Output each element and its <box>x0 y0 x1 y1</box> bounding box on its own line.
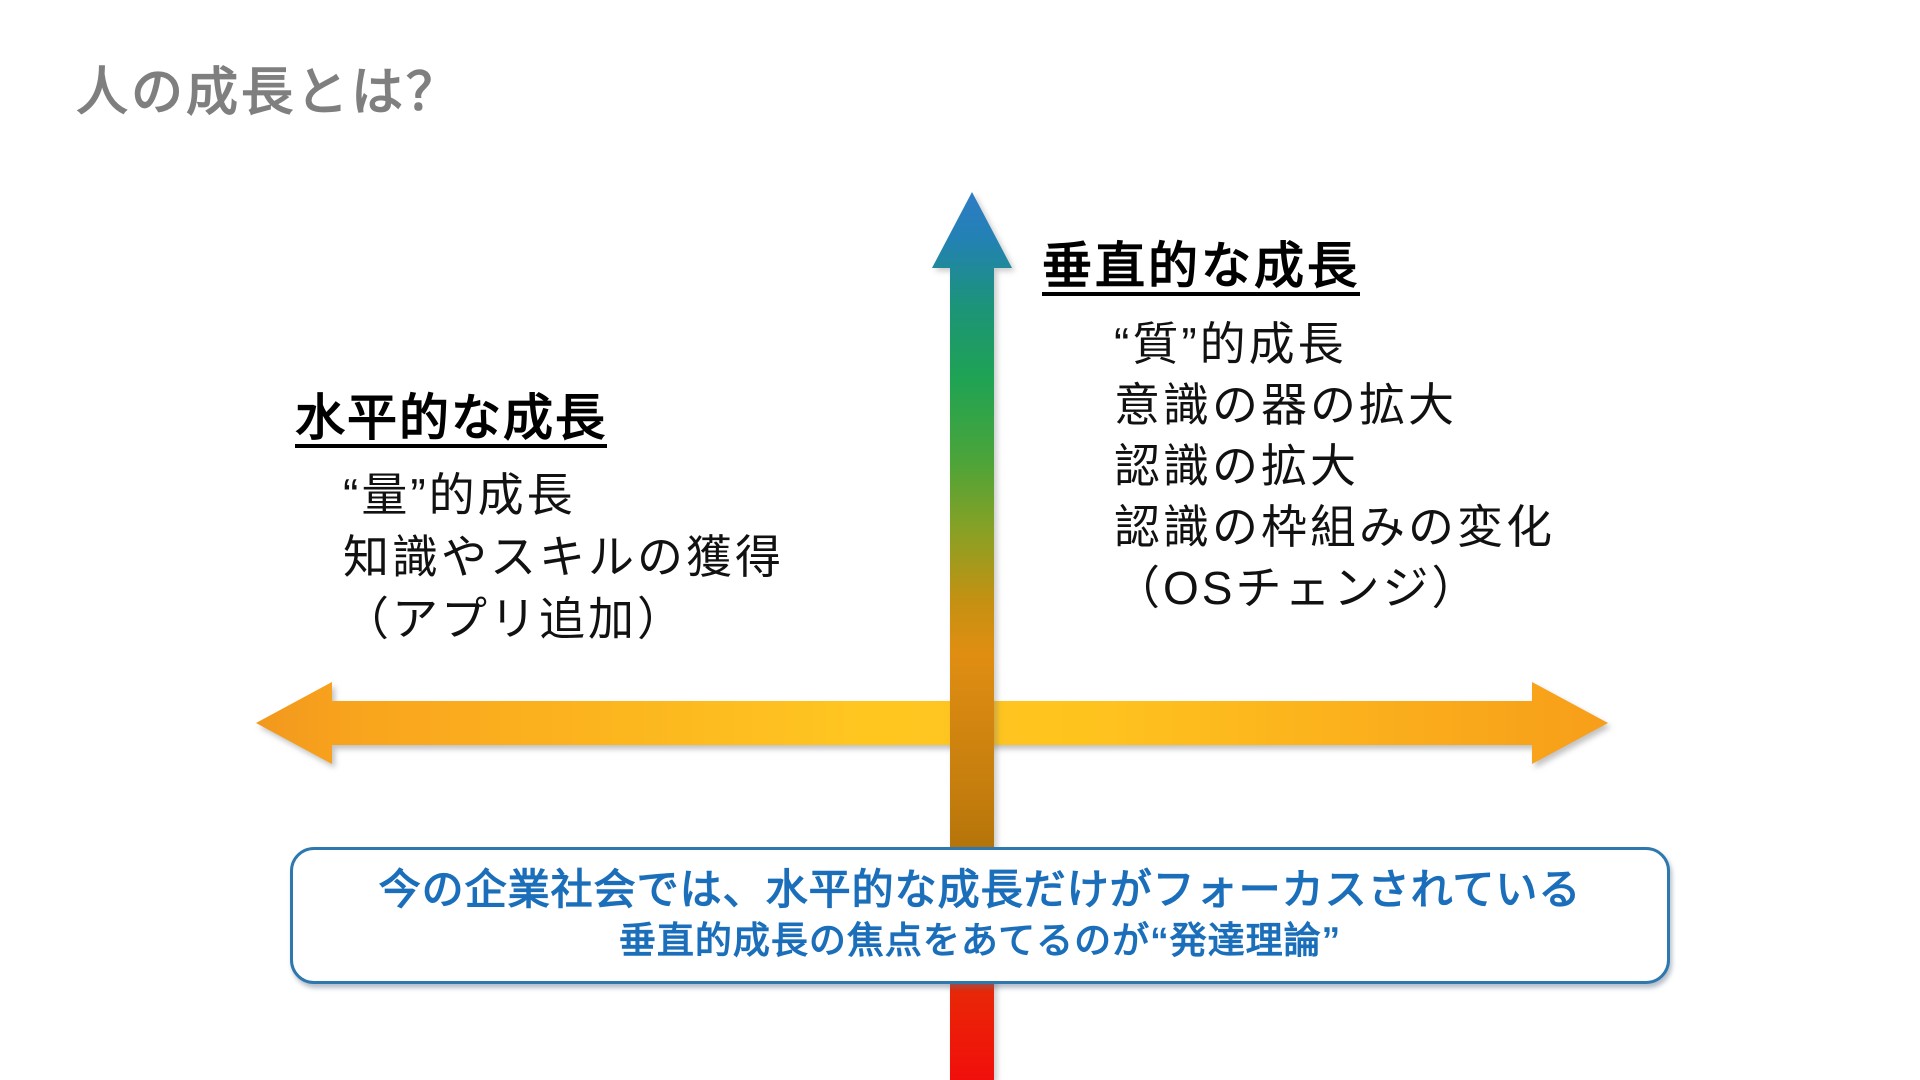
vertical-growth-item: （OSチェンジ） <box>1114 562 1481 614</box>
vertical-growth-block: 垂直的な成長 “質”的成長 意識の器の拡大 認識の拡大 認識の枠組みの変化 （O… <box>1042 226 1555 619</box>
horizontal-growth-item: 知識やスキルの獲得 <box>343 531 784 583</box>
horizontal-growth-heading: 水平的な成長 <box>295 390 607 446</box>
vertical-growth-item: 認識の拡大 <box>1114 440 1359 492</box>
horizontal-growth-item: “量”的成長 <box>343 469 576 521</box>
callout-box: 今の企業社会では、水平的な成長だけがフォーカスされている 垂直的成長の焦点をあて… <box>290 847 1670 984</box>
horizontal-growth-block: 水平的な成長 “量”的成長 知識やスキルの獲得 （アプリ追加） <box>295 378 784 650</box>
vertical-growth-item: 認識の枠組みの変化 <box>1114 501 1555 553</box>
vertical-growth-item: “質”的成長 <box>1114 318 1347 370</box>
vertical-growth-item: 意識の器の拡大 <box>1114 379 1457 431</box>
callout-line-2: 垂直的成長の焦点をあてるのが“発達理論” <box>618 919 1342 961</box>
vertical-growth-heading: 垂直的な成長 <box>1042 238 1360 294</box>
slide-title: 人の成長とは？ <box>76 64 462 122</box>
callout-line-1: 今の企業社会では、水平的な成長だけがフォーカスされている <box>378 865 1582 913</box>
horizontal-growth-item: （アプリ追加） <box>343 593 686 645</box>
horizontal-axis-arrow-icon <box>256 682 1608 764</box>
